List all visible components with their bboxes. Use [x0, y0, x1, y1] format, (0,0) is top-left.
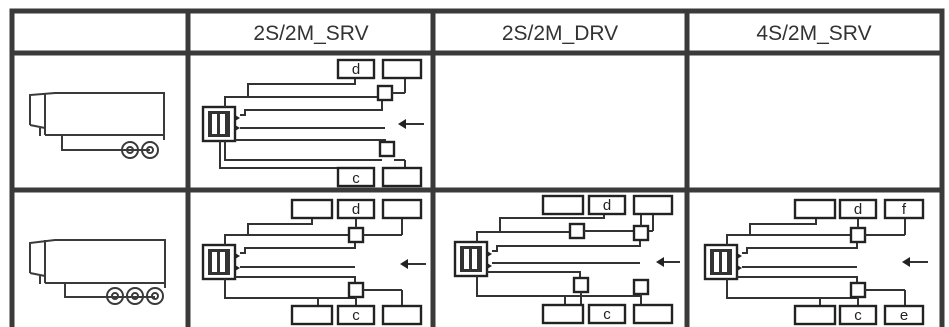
label-box-d — [838, 198, 878, 220]
sensor-icon — [378, 140, 396, 158]
column-header-2s2m-srv: 2S/2M_SRV — [253, 22, 368, 45]
label-c: c — [854, 307, 862, 324]
wiring-diagram-2s2m-drv-row2: d c — [453, 194, 680, 325]
empty-box — [381, 304, 423, 326]
label-f: f — [902, 201, 907, 218]
empty-box — [381, 166, 423, 188]
empty-box — [541, 303, 585, 325]
label-box-d — [336, 198, 376, 220]
label-d: d — [352, 61, 360, 78]
empty-box — [793, 198, 837, 220]
label-box-e — [883, 304, 925, 326]
semi-trailer-icon — [29, 239, 166, 305]
travel-direction-arrow-icon — [400, 259, 426, 269]
empty-box — [793, 304, 837, 326]
empty-box — [381, 198, 423, 220]
ecu-modulator-icon — [453, 240, 492, 278]
sensor-icon — [376, 84, 394, 102]
label-box-d — [587, 194, 627, 216]
label-box-f — [883, 198, 925, 220]
empty-box — [290, 198, 334, 220]
travel-direction-arrow-icon — [656, 257, 680, 267]
label-box-d — [336, 58, 376, 80]
label-c: c — [352, 307, 360, 324]
sensor-icon — [347, 226, 365, 244]
ecu-modulator-icon — [703, 243, 742, 281]
sensor-icon — [632, 278, 650, 296]
label-box-c — [336, 304, 376, 326]
sensor-icon — [632, 224, 650, 242]
wiring-diagram-2s2m-srv-row1: d c — [201, 58, 424, 188]
wiring-diagram-4s2m-srv-row2: d f c e — [703, 198, 928, 326]
empty-box — [632, 194, 674, 216]
label-e: e — [900, 307, 908, 324]
empty-box — [381, 58, 423, 80]
label-box-c — [838, 304, 878, 326]
label-c: c — [603, 306, 611, 323]
empty-box — [541, 194, 585, 216]
sensor-icon — [347, 281, 365, 299]
label-c: c — [352, 170, 360, 187]
sensor-icon — [849, 281, 867, 299]
column-header-2s2m-drv: 2S/2M_DRV — [502, 22, 618, 45]
table-grid — [9, 8, 945, 327]
wiring-diagram-2s2m-srv-row2: d c — [201, 198, 426, 326]
sensor-icon — [849, 226, 867, 244]
travel-direction-arrow-icon — [902, 257, 928, 267]
sensor-icon — [572, 276, 590, 294]
semi-trailer-icon — [29, 92, 165, 159]
ecu-modulator-icon — [201, 105, 240, 143]
label-box-c — [587, 303, 627, 325]
ecu-modulator-icon — [201, 243, 240, 281]
sensor-icon — [568, 222, 586, 240]
travel-direction-arrow-icon — [398, 119, 424, 129]
column-header-4s2m-srv: 4S/2M_SRV — [756, 22, 871, 45]
label-d: d — [603, 197, 611, 214]
empty-box — [290, 304, 334, 326]
label-d: d — [854, 201, 862, 218]
label-d: d — [352, 201, 360, 218]
label-box-c — [336, 166, 376, 188]
empty-box — [632, 303, 674, 325]
